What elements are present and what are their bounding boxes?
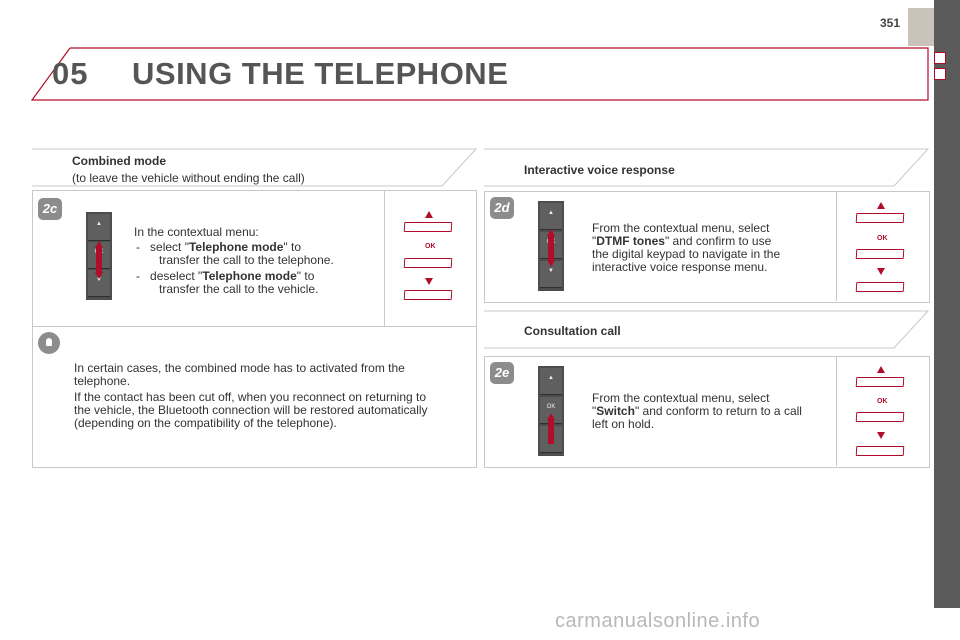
ivr-post: " and confirm to use <box>664 234 772 248</box>
consultation-quote: " <box>592 404 597 418</box>
press-arrow-down-icon <box>95 272 103 279</box>
combined-mode-item-1: - select "Telephone mode" to <box>136 241 301 254</box>
display-panel-2e <box>836 356 837 466</box>
item-dash: - <box>136 269 140 283</box>
control-up-button: ▲ <box>88 214 110 241</box>
side-marker-2 <box>934 68 946 80</box>
control-down-button: ▼ <box>88 270 110 297</box>
consultation-title: Consultation call <box>524 324 621 338</box>
display-up-icon <box>877 366 885 373</box>
press-arrow-up-icon <box>547 413 555 420</box>
ivr-line-4: interactive voice response menu. <box>592 260 768 274</box>
ivr-title-frame <box>484 148 930 187</box>
ivr-title: Interactive voice response <box>524 163 675 177</box>
item-text-post: " to <box>283 240 302 254</box>
ivr-line-3: the digital keypad to navigate in the <box>592 247 781 261</box>
combined-mode-item-1-line2: transfer the call to the telephone. <box>159 253 334 267</box>
display-line-2 <box>403 258 453 268</box>
display-line-3 <box>403 290 453 300</box>
press-arrow-up-icon <box>95 241 103 248</box>
note-p2-l1: If the contact has been cut off, when yo… <box>74 390 427 404</box>
ivr-line-2: "DTMF tones" and confirm to use <box>592 235 771 248</box>
combined-mode-title-frame <box>32 148 478 187</box>
consultation-post: " and conform to return to a call <box>634 404 802 418</box>
combined-mode-item-2-line2: transfer the call to the vehicle. <box>159 282 319 296</box>
chapter-tab <box>908 8 934 46</box>
step-badge-2c: 2c <box>38 198 62 220</box>
display-down-icon <box>425 278 433 285</box>
chapter-header-frame <box>30 47 929 101</box>
item-text-pre: deselect " <box>150 269 203 283</box>
note-panel <box>32 326 477 468</box>
display-up-icon <box>425 211 433 218</box>
display-line-2 <box>855 412 905 422</box>
note-p2-l2: the vehicle, the Bluetooth connection wi… <box>74 403 428 417</box>
display-line-3 <box>855 282 905 292</box>
consultation-line-1: From the contextual menu, select <box>592 391 770 405</box>
steering-control-2d: ▲ OK ▼ <box>538 201 564 291</box>
press-arrow-up-icon <box>547 229 555 236</box>
note-p1-l1: In certain cases, the combined mode has … <box>74 361 405 375</box>
display-panel-2c <box>384 190 385 326</box>
side-bar <box>934 0 960 608</box>
step-badge-2e: 2e <box>490 362 514 384</box>
consultation-bold: Switch <box>596 404 635 418</box>
consultation-title-frame <box>484 310 930 349</box>
display-line-1 <box>855 377 905 387</box>
control-down-button: ▼ <box>540 261 562 288</box>
item-text-bold: Telephone mode <box>188 240 284 254</box>
ivr-quote: " <box>592 234 597 248</box>
item-text-bold: Telephone mode <box>202 269 297 283</box>
consultation-line-3: left on hold. <box>592 417 655 431</box>
item-dash: - <box>136 240 140 254</box>
display-up-icon <box>877 202 885 209</box>
step-badge-2d: 2d <box>490 197 514 219</box>
control-up-button: ▲ <box>540 368 562 395</box>
steering-control-2e: ▲ OK ▼ <box>538 366 564 456</box>
ivr-bold: DTMF tones <box>596 234 665 248</box>
note-p1-l2: telephone. <box>74 374 131 388</box>
display-down-icon <box>877 268 885 275</box>
chapter-number: 05 <box>52 56 89 91</box>
press-indicator-2d <box>548 234 554 260</box>
press-indicator-2c <box>96 246 102 272</box>
display-ok-label: OK <box>877 398 888 405</box>
press-arrow-down-icon <box>547 260 555 267</box>
consultation-line-2: "Switch" and conform to return to a call <box>592 405 802 418</box>
display-line-1 <box>403 222 453 232</box>
item-text-post: " to <box>296 269 315 283</box>
combined-mode-item-2: - deselect "Telephone mode" to <box>136 270 314 283</box>
ivr-line-1: From the contextual menu, select <box>592 221 770 235</box>
control-up-button: ▲ <box>540 203 562 230</box>
side-marker-1 <box>934 52 946 64</box>
display-line-2 <box>855 249 905 259</box>
display-panel-2d <box>836 191 837 301</box>
display-ok-label: OK <box>877 235 888 242</box>
chapter-title: USING THE TELEPHONE <box>132 56 509 91</box>
lightbulb-icon <box>38 332 60 354</box>
combined-mode-title: Combined mode <box>72 154 167 168</box>
combined-mode-intro: In the contextual menu: <box>134 225 259 239</box>
display-ok-label: OK <box>425 243 436 250</box>
note-p2-l3: (depending on the compatibility of the t… <box>74 416 337 430</box>
press-indicator-2e <box>548 418 554 444</box>
display-line-1 <box>855 213 905 223</box>
item-text-pre: select " <box>150 240 189 254</box>
display-down-icon <box>877 432 885 439</box>
page-number: 351 <box>879 16 900 30</box>
watermark: carmanualsonline.info <box>555 610 761 632</box>
display-line-3 <box>855 446 905 456</box>
combined-mode-subtitle: (to leave the vehicle without ending the… <box>72 171 305 185</box>
